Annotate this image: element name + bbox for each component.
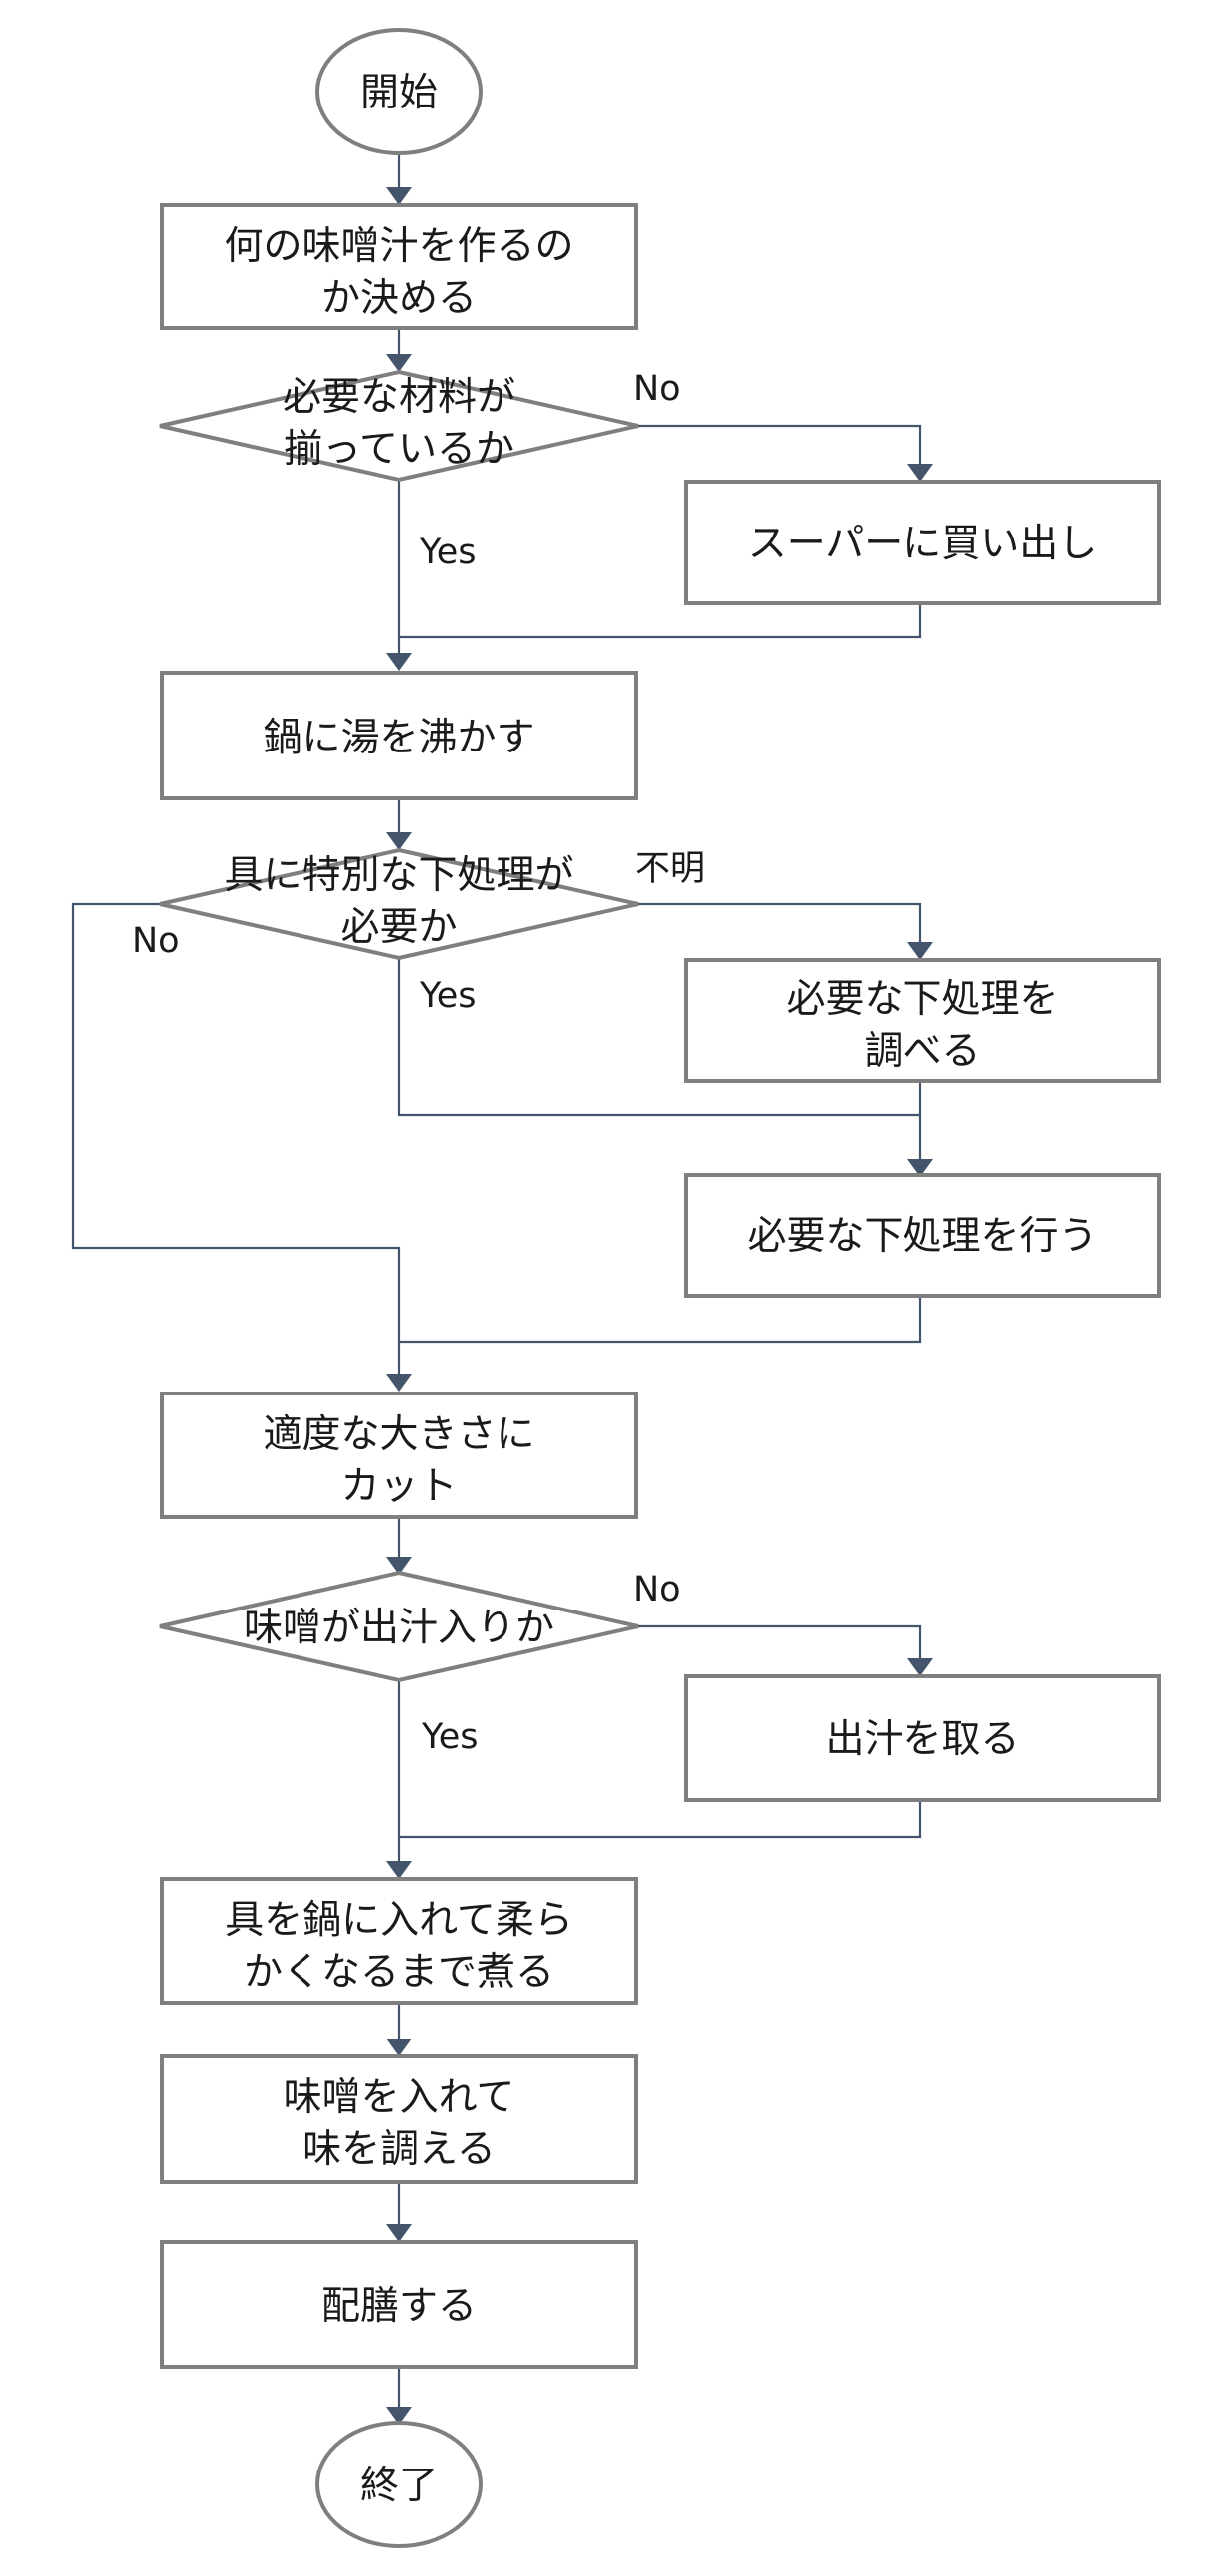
arrowhead — [386, 187, 412, 205]
node-label: 必要な下処理を — [786, 977, 1058, 1022]
arrowhead — [907, 464, 933, 482]
node-end: 終了 — [315, 2421, 483, 2548]
process-shape — [160, 671, 638, 800]
node-label: 必要な下処理を行う — [747, 1214, 1097, 1259]
arrowhead — [907, 1159, 933, 1177]
node-serve: 配膳する — [160, 2240, 638, 2369]
arrowhead — [386, 2039, 412, 2056]
node-label: 具を鍋に入れて柔ら — [225, 1898, 573, 1943]
node-label: 終了 — [360, 2464, 438, 2508]
connector-prep-unknown — [638, 902, 922, 944]
arrowhead — [907, 942, 933, 960]
node-simmer: 具を鍋に入れて柔ら かくなるまで煮る — [160, 1877, 638, 2005]
process-shape — [160, 203, 638, 330]
node-label: 配膳する — [321, 2284, 477, 2329]
connectors — [71, 155, 933, 2425]
node-label: 味を調える — [302, 2127, 496, 2172]
node-check-dashi: 味噌が出汁入りか — [159, 1570, 639, 1683]
node-check-prep: 具に特別な下処理が 必要か — [159, 847, 639, 961]
node-add-miso: 味噌を入れて 味を調える — [160, 2054, 638, 2184]
connector-dashi-no — [638, 1624, 922, 1660]
process-shape — [684, 958, 1161, 1083]
edge-labels: No Yes 不明 No Yes No Yes — [132, 369, 704, 1757]
node-label: カット — [340, 1464, 457, 1509]
node-boil-water: 鍋に湯を沸かす — [160, 671, 638, 800]
edge-label-prep-no: No — [132, 921, 180, 961]
connector-do-prep-merge — [399, 1296, 922, 1344]
arrowhead — [386, 2407, 412, 2425]
node-label: かくなるまで煮る — [244, 1950, 554, 1995]
edge-label-prep-unknown: 不明 — [635, 849, 704, 889]
node-label: 具に特別な下処理が — [224, 853, 573, 898]
edge-label-ingredients-no: No — [633, 369, 681, 409]
connector-make-dashi-merge — [399, 1800, 922, 1839]
edge-label-dashi-no: No — [633, 1570, 681, 1610]
node-label: 揃っているか — [284, 427, 514, 472]
node-cut: 適度な大きさに カット — [160, 1392, 638, 1519]
terminal-shape — [315, 2421, 483, 2548]
arrowhead — [386, 832, 412, 850]
arrowhead — [386, 2224, 412, 2242]
process-shape — [160, 2054, 638, 2184]
node-make-dashi: 出汁を取る — [684, 1674, 1161, 1802]
edge-label-ingredients-yes: Yes — [419, 533, 477, 572]
node-label: 適度な大きさに — [263, 1412, 534, 1457]
node-label: 味噌を入れて — [284, 2075, 515, 2120]
arrowhead — [386, 354, 412, 372]
decision-shape — [159, 1570, 639, 1683]
process-shape — [160, 2240, 638, 2369]
node-label: か決める — [321, 276, 477, 321]
arrowhead — [386, 1374, 412, 1392]
process-shape — [160, 1392, 638, 1519]
node-label: 出汁を取る — [825, 1717, 1019, 1762]
decision-shape — [159, 847, 639, 961]
process-shape — [684, 480, 1161, 605]
arrowhead — [907, 1658, 933, 1676]
terminal-shape — [315, 28, 483, 155]
edge-label-prep-yes: Yes — [419, 976, 477, 1016]
connector-prep-yes — [397, 958, 920, 1117]
node-label: 必要か — [340, 905, 457, 950]
node-label: 味噌が出汁入りか — [244, 1606, 554, 1650]
node-label: 何の味噌汁を作るの — [224, 224, 573, 269]
node-do-prep: 必要な下処理を行う — [684, 1173, 1161, 1298]
node-label: 必要な材料が — [283, 375, 515, 420]
node-label: 調べる — [864, 1029, 980, 1074]
node-label: 鍋に湯を沸かす — [263, 716, 534, 760]
arrowhead — [386, 1557, 412, 1575]
process-shape — [684, 1674, 1161, 1802]
node-decide-soup: 何の味噌汁を作るの か決める — [160, 203, 638, 330]
node-label: 開始 — [360, 71, 438, 115]
process-shape — [684, 1173, 1161, 1298]
node-label: スーパーに買い出し — [748, 522, 1098, 566]
arrowhead — [386, 1861, 412, 1879]
arrowhead — [386, 653, 412, 671]
connector-shopping-merge — [399, 603, 922, 639]
node-start: 開始 — [315, 28, 483, 155]
node-check-ingredients: 必要な材料が 揃っているか — [159, 369, 639, 483]
node-research-prep: 必要な下処理を 調べる — [684, 958, 1161, 1083]
edge-label-dashi-yes: Yes — [421, 1717, 479, 1757]
decision-shape — [159, 369, 639, 483]
connector-ingredients-no — [638, 424, 922, 466]
connector-prep-no — [71, 902, 401, 1378]
process-shape — [160, 1877, 638, 2005]
node-shopping: スーパーに買い出し — [684, 480, 1161, 605]
